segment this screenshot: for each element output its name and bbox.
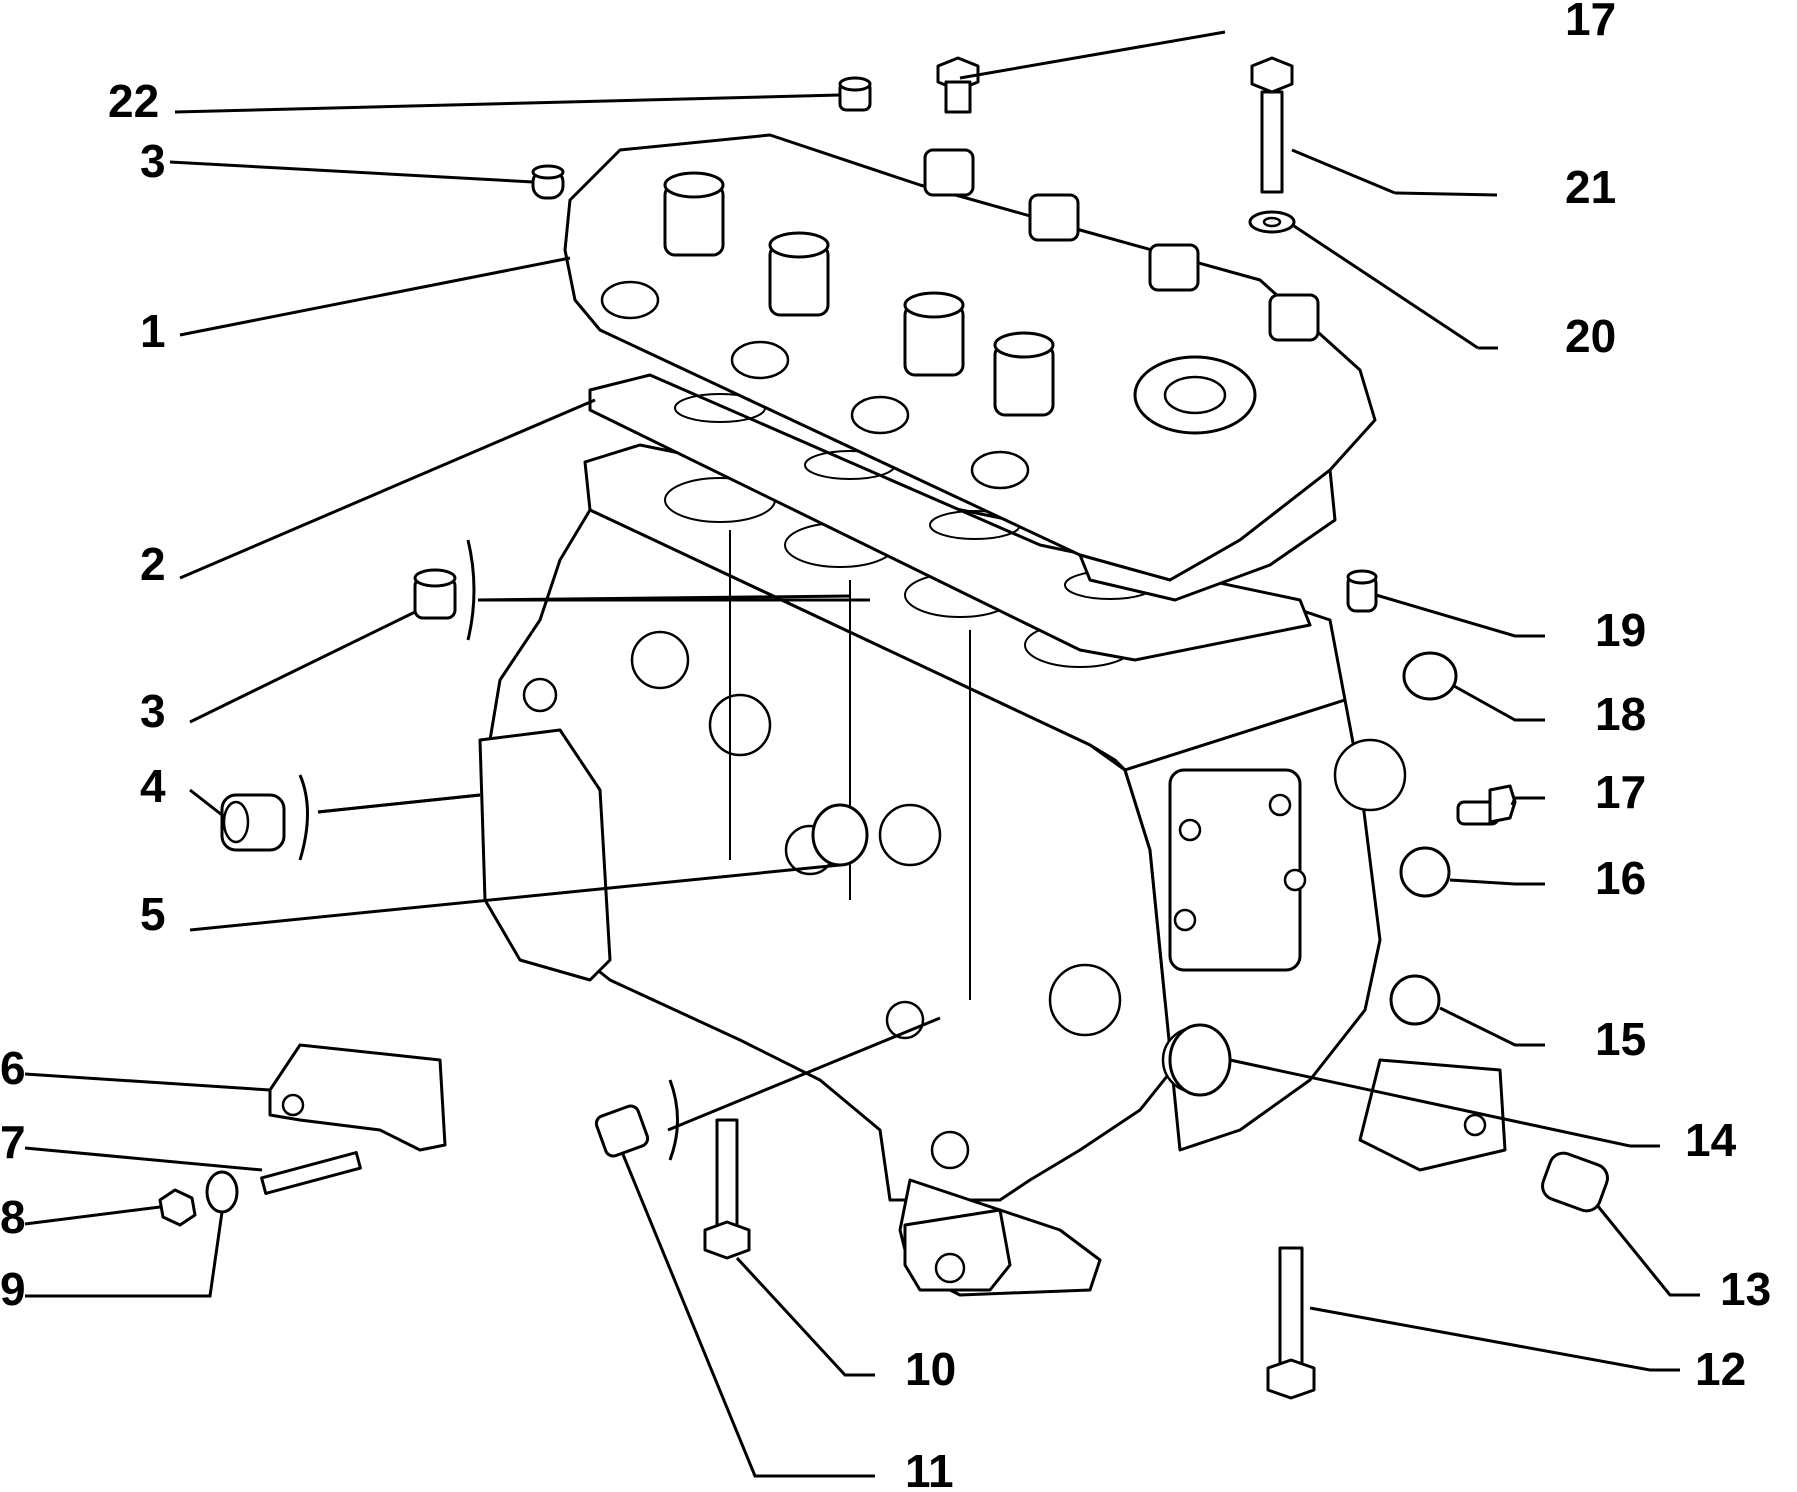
cylinder-head xyxy=(563,133,1377,602)
head-towers xyxy=(663,148,1320,417)
nut-8 xyxy=(158,1188,197,1227)
cap-3-top xyxy=(531,164,565,200)
leader-lines xyxy=(24,30,1700,1478)
dowel-19 xyxy=(1346,569,1378,613)
callout-20: 20 xyxy=(1565,310,1616,362)
plug-16 xyxy=(1399,846,1451,898)
bolt-21 xyxy=(1250,56,1294,194)
bolt-10 xyxy=(703,1118,751,1260)
callout-6: 6 xyxy=(0,1042,26,1094)
bushing-13 xyxy=(1541,1151,1609,1213)
cup-plug-18 xyxy=(1402,651,1458,701)
callout-11: 11 xyxy=(905,1445,954,1492)
plug-3-side xyxy=(413,568,457,620)
callout-9: 9 xyxy=(0,1263,26,1315)
callout-2: 2 xyxy=(140,538,166,590)
washer-9 xyxy=(205,1170,239,1214)
seal-5 xyxy=(811,803,869,867)
callout-3-top: 3 xyxy=(140,135,166,187)
callout-17-top: 17 xyxy=(1565,0,1616,45)
callout-21: 21 xyxy=(1565,161,1616,213)
bracket-marks xyxy=(298,539,679,1161)
callout-3-side: 3 xyxy=(140,685,166,737)
callout-4: 4 xyxy=(140,760,166,812)
callout-19: 19 xyxy=(1595,604,1646,656)
callout-10: 10 xyxy=(905,1343,956,1395)
stud-7 xyxy=(260,1151,362,1195)
callout-1: 1 xyxy=(140,305,166,357)
callout-5: 5 xyxy=(140,888,166,940)
bracket-6 xyxy=(268,1043,447,1152)
callout-7: 7 xyxy=(0,1116,26,1168)
callout-12: 12 xyxy=(1695,1343,1746,1395)
callout-22: 22 xyxy=(108,75,159,127)
plug-11 xyxy=(594,1104,650,1158)
callout-8: 8 xyxy=(0,1191,26,1243)
callout-13: 13 xyxy=(1720,1263,1771,1315)
bushing-4 xyxy=(220,793,286,852)
bolt-17-top xyxy=(936,56,980,114)
plug-15 xyxy=(1389,974,1441,1026)
callout-14: 14 xyxy=(1685,1114,1737,1166)
washer-20 xyxy=(1248,210,1296,234)
callout-18: 18 xyxy=(1595,688,1646,740)
bolt-17-side xyxy=(1456,784,1517,826)
callout-15: 15 xyxy=(1595,1013,1646,1065)
callout-17-side: 17 xyxy=(1595,766,1646,818)
plug-22 xyxy=(838,76,872,112)
callout-16: 16 xyxy=(1595,852,1646,904)
stud-12 xyxy=(1266,1246,1316,1400)
seal-14 xyxy=(1168,1023,1232,1097)
